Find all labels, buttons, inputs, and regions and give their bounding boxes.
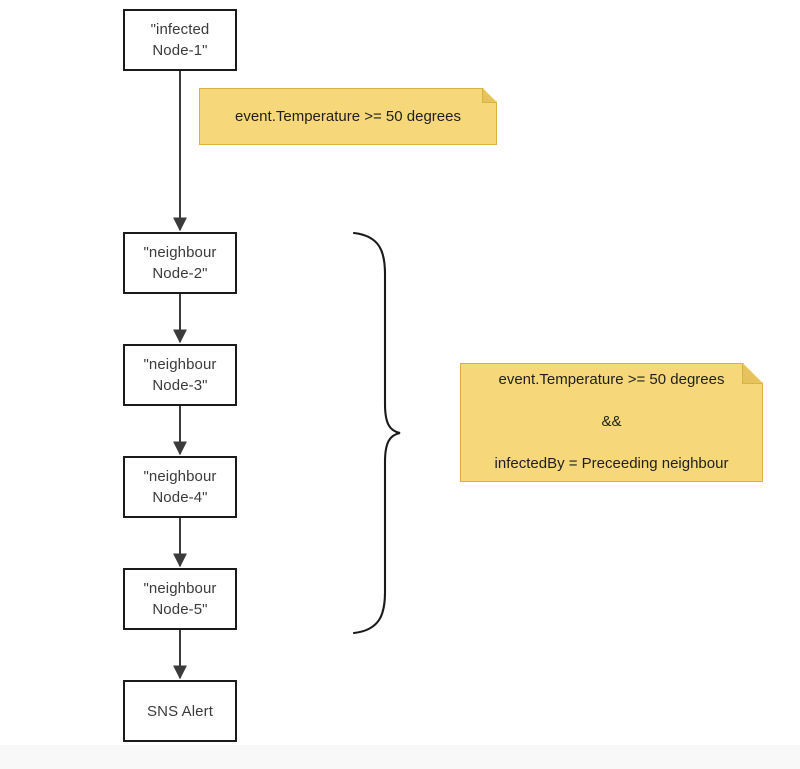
node-label: "neighbour Node-2" bbox=[143, 244, 217, 282]
note-text: event.Temperature >= 50 degrees && infec… bbox=[460, 363, 763, 482]
note-temperature-condition[interactable]: event.Temperature >= 50 degrees bbox=[199, 88, 497, 145]
note-line: infectedBy = Preceeding neighbour bbox=[494, 454, 729, 472]
grouping-brace-icon bbox=[352, 231, 401, 635]
node-sns-alert[interactable]: SNS Alert bbox=[123, 680, 237, 742]
note-temperature-and-infectedby-condition[interactable]: event.Temperature >= 50 degrees && infec… bbox=[460, 363, 763, 482]
note-body bbox=[199, 88, 497, 145]
note-line: && bbox=[601, 412, 622, 430]
bottom-edge-strip bbox=[0, 745, 800, 769]
node-neighbour-node-4[interactable]: "neighbour Node-4" bbox=[123, 456, 237, 518]
note-body bbox=[460, 363, 763, 482]
node-neighbour-node-2[interactable]: "neighbour Node-2" bbox=[123, 232, 237, 294]
node-neighbour-node-5[interactable]: "neighbour Node-5" bbox=[123, 568, 237, 630]
node-label: "neighbour Node-3" bbox=[143, 356, 217, 394]
note-line: event.Temperature >= 50 degrees bbox=[498, 370, 725, 388]
node-label: "neighbour Node-5" bbox=[143, 580, 217, 618]
note-line: event.Temperature >= 50 degrees bbox=[235, 107, 461, 125]
node-label: "neighbour Node-4" bbox=[143, 468, 217, 506]
node-neighbour-node-3[interactable]: "neighbour Node-3" bbox=[123, 344, 237, 406]
node-label: SNS Alert bbox=[147, 702, 213, 720]
node-label: "infected Node-1" bbox=[150, 21, 210, 59]
node-infected-node-1[interactable]: "infected Node-1" bbox=[123, 9, 237, 71]
note-text: event.Temperature >= 50 degrees bbox=[199, 88, 497, 145]
